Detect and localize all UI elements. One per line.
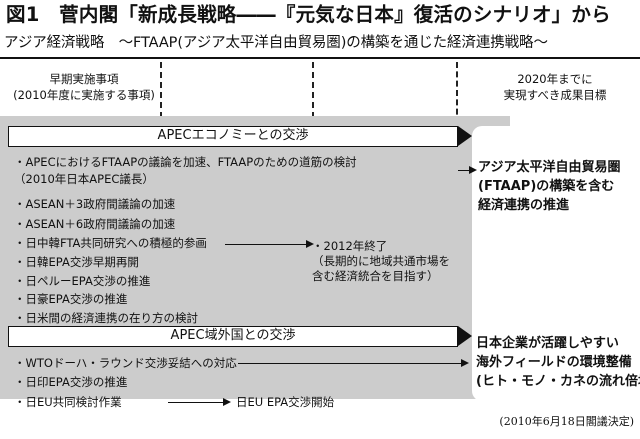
subtitle-underline bbox=[0, 57, 640, 59]
non-apec-arrowhead bbox=[458, 326, 472, 346]
list-item: ・ASEAN＋6政府間議論の加速 bbox=[14, 217, 176, 231]
header-early-actions: 早期実施事項 (2010年度に実施する事項) bbox=[0, 71, 168, 103]
figure-title: 図1 菅内閣「新成長戦略――『元気な日本』復活のシナリオ」から bbox=[6, 3, 611, 26]
list-item: ・WTOドーハ・ラウンド交渉妥結への対応 bbox=[14, 356, 237, 370]
header-2020-targets-line2: 実現すべき成果目標 bbox=[503, 88, 607, 102]
goal-ftaap-line1: アジア太平洋自由貿易圏 bbox=[478, 160, 621, 175]
list-item: ・日ペルーEPA交渉の推進 bbox=[14, 274, 151, 288]
list-item: ・APECにおけるFTAAPの議論を加速、FTAAPのための道筋の検討 bbox=[14, 155, 357, 169]
fta-study-result-line3: 含む経済統合を目指す） bbox=[312, 269, 439, 283]
list-item: ・日豪EPA交渉の推進 bbox=[14, 292, 128, 306]
non-apec-negotiation-bar: APEC域外国との交渉 bbox=[8, 326, 458, 347]
header-early-actions-line2: (2010年度に実施する事項) bbox=[13, 88, 155, 102]
apec-economies-negotiation-bar: APECエコノミーとの交渉 bbox=[8, 126, 458, 147]
apec-economies-arrowhead bbox=[458, 126, 472, 146]
list-item: ・日EU共同検討作業 bbox=[14, 395, 122, 409]
goal-ftaap-line2: (FTAAP)の構築を含む bbox=[478, 179, 615, 194]
divider-right bbox=[456, 62, 458, 124]
goal-overseas-line2: 海外フィールドの環境整備 bbox=[476, 355, 632, 370]
goal-overseas-line3: (ヒト・モノ・カネの流れ倍増) bbox=[476, 374, 640, 389]
list-item: ・日印EPA交渉の推進 bbox=[14, 375, 128, 389]
goal-overseas-line1: 日本企業が活躍しやすい bbox=[476, 336, 619, 351]
list-item: ・日韓EPA交渉早期再開 bbox=[14, 255, 139, 269]
eu-study-arrow bbox=[168, 398, 231, 406]
goal-ftaap-line3: 経済連携の推進 bbox=[478, 198, 570, 213]
fta-study-arrow bbox=[225, 240, 314, 248]
goal-ftaap: アジア太平洋自由貿易圏 (FTAAP)の構築を含む 経済連携の推進 bbox=[478, 158, 620, 215]
header-2020-targets-line1: 2020年までに bbox=[517, 72, 593, 86]
cabinet-decision-note: (2010年6月18日閣議決定) bbox=[499, 415, 634, 428]
figure-subtitle: アジア経済戦略 ～FTAAP(アジア太平洋自由貿易圏)の構築を通じた経済連携戦略… bbox=[4, 35, 548, 51]
header-early-actions-line1: 早期実施事項 bbox=[49, 72, 119, 86]
eu-epa-result: 日EU EPA交渉開始 bbox=[236, 395, 335, 409]
actions-panel bbox=[0, 116, 510, 399]
list-item: （2010年日本APEC議長） bbox=[14, 172, 154, 186]
fta-study-result-line2: （長期的に地域共通市場を bbox=[312, 254, 450, 268]
header-2020-targets: 2020年までに 実現すべき成果目標 bbox=[470, 71, 640, 103]
goal-overseas-environment: 日本企業が活躍しやすい 海外フィールドの環境整備 (ヒト・モノ・カネの流れ倍増) bbox=[476, 334, 640, 391]
fta-study-result-line1: ・2012年終了 bbox=[312, 239, 388, 253]
list-item: ・ASEAN＋3政府間議論の加速 bbox=[14, 197, 176, 211]
list-item: ・日米間の経済連携の在り方の検討 bbox=[14, 311, 198, 325]
list-item: ・日中韓FTA共同研究への積極的参画 bbox=[14, 236, 207, 250]
fta-study-result: ・2012年終了 （長期的に地域共通市場を 含む経済統合を目指す） bbox=[312, 239, 450, 284]
goals-box bbox=[472, 126, 640, 401]
goal1-arrow bbox=[458, 166, 477, 174]
wto-arrow bbox=[238, 359, 469, 367]
